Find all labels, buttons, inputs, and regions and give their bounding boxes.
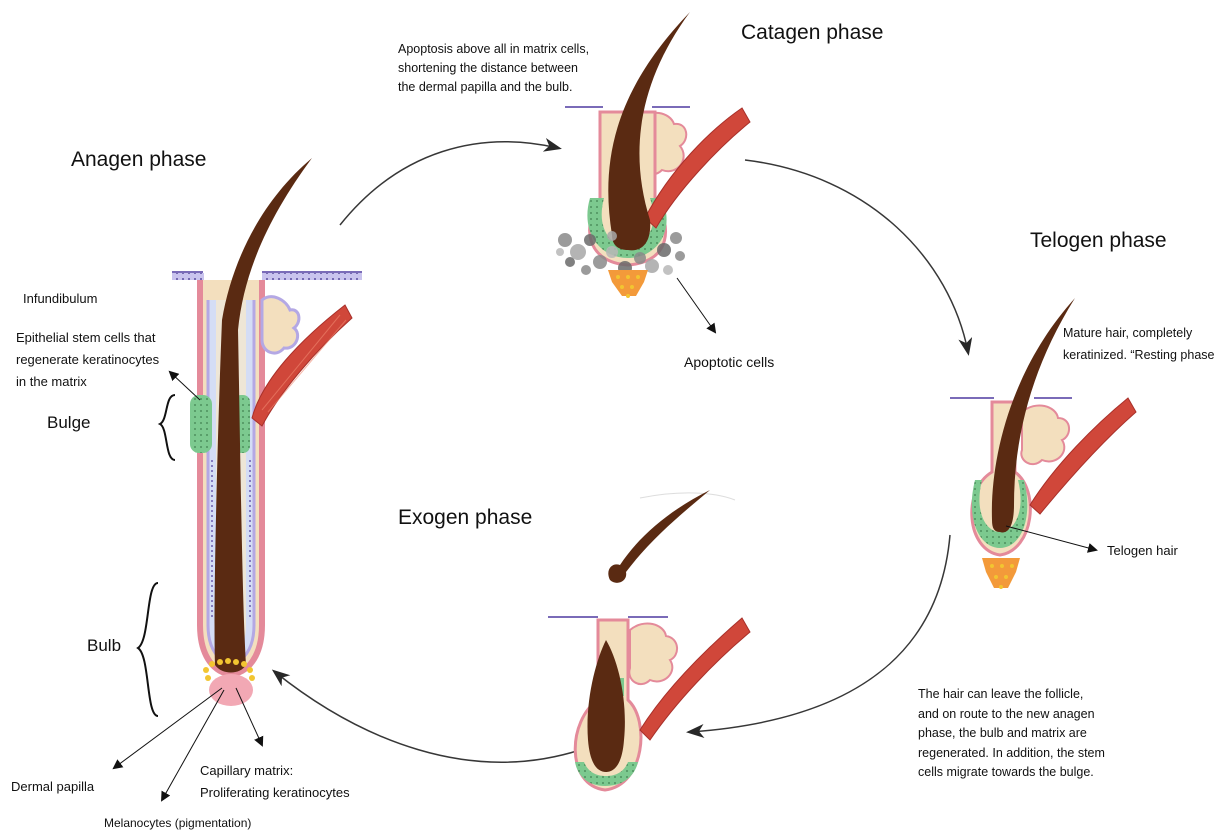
- arrow-exogen-to-anagen: [275, 672, 580, 762]
- bulb-brace: [138, 583, 158, 716]
- catagen-phase-title: Catagen phase: [741, 21, 883, 45]
- telogen-description: Mature hair, completely keratinized. “Re…: [1063, 322, 1214, 366]
- capillary-matrix-label: Capillary matrix: Proliferating keratino…: [200, 760, 350, 804]
- telogen-sebaceous-gland: [1021, 405, 1069, 464]
- infundibulum-label: Infundibulum: [23, 288, 97, 310]
- dermal-papilla-label: Dermal papilla: [11, 776, 94, 798]
- exogen-follicle: [548, 490, 750, 790]
- exogen-description: The hair can leave the follicle, and on …: [918, 685, 1105, 783]
- bulge-label: Bulge: [47, 413, 90, 433]
- dermal-papilla-pointer: [114, 688, 222, 768]
- telogen-dermal-papilla: [982, 558, 1020, 589]
- apoptotic-cells-label: Apoptotic cells: [684, 351, 774, 373]
- anagen-phase-title: Anagen phase: [71, 148, 206, 172]
- melanocytes-label: Melanocytes (pigmentation): [104, 814, 251, 832]
- catagen-dermal-papilla: [608, 270, 648, 298]
- arrow-catagen-to-telogen: [745, 160, 968, 352]
- bulb-label: Bulb: [87, 636, 121, 656]
- exogen-phase-title: Exogen phase: [398, 506, 532, 530]
- arrow-anagen-to-catagen: [340, 142, 558, 225]
- stem-cells-label: Epithelial stem cells that regenerate ke…: [16, 327, 159, 393]
- exogen-shed-hair: [608, 490, 710, 583]
- anagen-dermal-papilla: [209, 674, 253, 706]
- telogen-phase-title: Telogen phase: [1030, 229, 1167, 253]
- exogen-sebaceous-gland: [629, 623, 677, 684]
- catagen-description: Apoptosis above all in matrix cells, sho…: [398, 40, 589, 97]
- bulge-brace: [160, 395, 175, 460]
- apoptotic-cells-pointer: [677, 278, 715, 332]
- anagen-sebaceous-gland: [262, 297, 299, 353]
- telogen-hair-label: Telogen hair: [1107, 540, 1178, 562]
- anagen-follicle: [172, 158, 362, 706]
